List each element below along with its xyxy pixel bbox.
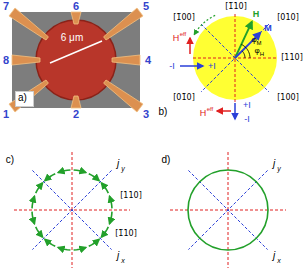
axis-line bbox=[32, 170, 111, 249]
axis-label: [01̄0] bbox=[173, 94, 195, 102]
current-label: -I bbox=[169, 62, 175, 71]
field-arrow bbox=[110, 196, 112, 208]
electrode-number: 8 bbox=[3, 55, 9, 66]
field-arrow bbox=[32, 212, 34, 224]
panel-label: d) bbox=[162, 155, 171, 165]
electrode bbox=[12, 55, 40, 65]
field-arrow bbox=[217, 110, 231, 112]
vector-label: M bbox=[264, 24, 272, 33]
subscript: x bbox=[121, 257, 125, 264]
sample-disk bbox=[36, 20, 116, 100]
axis-label: [110] bbox=[281, 54, 303, 62]
vector-label: H bbox=[253, 10, 260, 19]
electrode-number: 7 bbox=[3, 1, 9, 12]
axis-line bbox=[188, 170, 267, 249]
field-label: H bbox=[173, 34, 180, 43]
subscript: H bbox=[260, 51, 264, 57]
field-arrow bbox=[58, 248, 70, 250]
axis-line bbox=[201, 24, 269, 92]
electrode bbox=[112, 55, 140, 65]
subscript: y bbox=[121, 165, 125, 172]
field-arrow bbox=[89, 239, 99, 246]
electrode-number: 2 bbox=[73, 109, 79, 120]
panel-label: a) bbox=[18, 93, 31, 103]
field-arrow bbox=[45, 239, 55, 246]
field-arrow bbox=[36, 183, 43, 193]
field-arrow bbox=[101, 183, 108, 193]
electrode-number: 6 bbox=[73, 1, 79, 12]
subscript: x bbox=[277, 257, 281, 264]
current-label: +I bbox=[208, 62, 216, 71]
field-arrow bbox=[36, 227, 43, 237]
panel-label: b) bbox=[159, 107, 168, 117]
electrode bbox=[104, 80, 143, 112]
axis-label: j bbox=[273, 159, 275, 169]
current-arrow bbox=[234, 103, 236, 119]
field-vector bbox=[235, 22, 252, 58]
electrode-number: 1 bbox=[3, 109, 9, 120]
field-arrow bbox=[32, 196, 34, 208]
angle-arc bbox=[242, 51, 245, 58]
angle-arc bbox=[241, 44, 250, 58]
superscript: eff bbox=[207, 106, 214, 112]
yellow-disk bbox=[193, 16, 277, 100]
electrode-number: 4 bbox=[145, 55, 151, 66]
subscript: M bbox=[257, 40, 262, 46]
angle-label: φ bbox=[254, 47, 259, 55]
electrode bbox=[9, 80, 48, 112]
axis-line bbox=[188, 170, 267, 249]
panel-label-box: a) bbox=[15, 91, 34, 107]
current-arrow bbox=[180, 65, 203, 67]
electrode-number: 3 bbox=[143, 109, 149, 120]
field-arrow bbox=[110, 212, 112, 224]
field-arrow bbox=[89, 174, 99, 181]
axis-label: [110] bbox=[120, 192, 142, 200]
field-arrow bbox=[189, 38, 191, 54]
field-arrow bbox=[101, 227, 108, 237]
axis-label: [1̄00] bbox=[173, 14, 195, 22]
axis-line bbox=[32, 170, 111, 249]
axis-label: [100] bbox=[277, 94, 299, 102]
field-arrow bbox=[58, 170, 70, 172]
field-arrow bbox=[74, 248, 86, 250]
axis-label: [010] bbox=[277, 14, 299, 22]
axis-label: j bbox=[117, 251, 119, 261]
axis-label: j bbox=[117, 159, 119, 169]
electrode bbox=[71, 12, 81, 24]
axis-label: j bbox=[273, 251, 275, 261]
scale-bar bbox=[50, 41, 102, 63]
electrode bbox=[9, 8, 48, 40]
electrode bbox=[71, 96, 81, 108]
scale-label: 6 μm bbox=[61, 33, 83, 43]
axis-line bbox=[201, 24, 269, 92]
rotation-arrow bbox=[194, 15, 215, 34]
domain-circle bbox=[188, 170, 268, 250]
current-label: +I bbox=[243, 101, 251, 110]
field-label: H bbox=[200, 109, 207, 118]
field-arrow bbox=[74, 170, 86, 172]
panel-label: c) bbox=[6, 155, 14, 165]
field-arrow bbox=[45, 174, 55, 181]
axis-label: [1̄10] bbox=[115, 230, 137, 238]
electrode bbox=[104, 8, 143, 40]
subscript: y bbox=[277, 165, 281, 172]
superscript: eff bbox=[180, 31, 187, 37]
angle-label: φ bbox=[251, 36, 256, 44]
axis-label: [1̄10] bbox=[225, 3, 247, 11]
current-label: -I bbox=[244, 115, 250, 124]
electrode-number: 5 bbox=[143, 1, 149, 12]
